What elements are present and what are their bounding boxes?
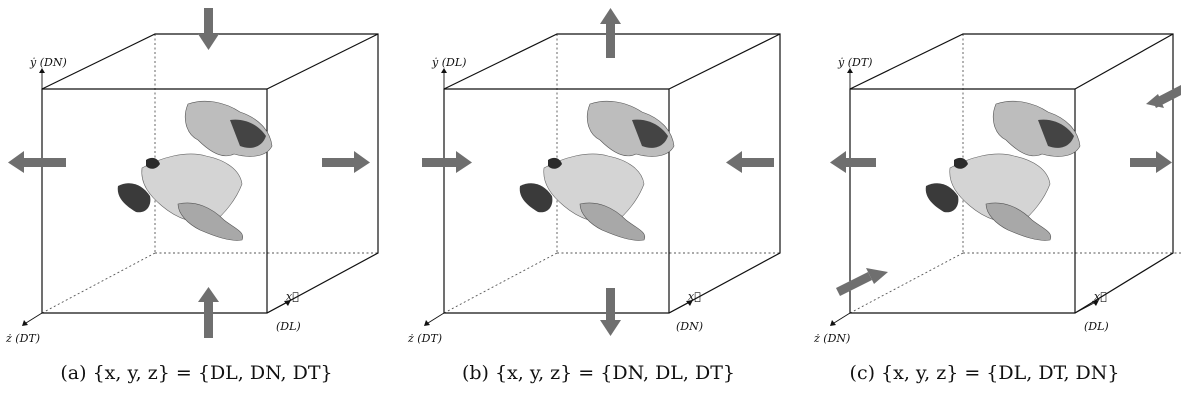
- caption-b: (b) {x, y, z} = {DN, DL, DT}: [461, 362, 736, 384]
- panel-b: ẏ (DL) x⃗ (DN) ż (DT) (b) {x, y, z} = {D…: [402, 0, 795, 409]
- arrow-left-out: [830, 151, 876, 173]
- y-axis-indicator: ẏ (DL): [431, 56, 466, 89]
- y-axis-label: ẏ (DT): [837, 56, 872, 69]
- panel-a: ẏ (DN) x⃗ (DL) ż (DT) (a) {x, y, z} = {D…: [0, 0, 393, 409]
- arrow-right-out: [322, 151, 370, 173]
- x-axis-symbol: x⃗: [286, 290, 299, 303]
- arrow-diag-back-in: [1146, 85, 1181, 108]
- z-axis-indicator: ż (DN): [813, 312, 850, 345]
- arrow-right-out: [1130, 151, 1172, 173]
- hidden-edge: [849, 252, 964, 314]
- x-axis-label: (DN): [676, 320, 703, 333]
- hidden-edge: [41, 252, 156, 314]
- cube-diagram-b: ẏ (DL) x⃗ (DN) ż (DT): [407, 8, 781, 345]
- y-axis-label: ẏ (DN): [29, 56, 67, 69]
- arrow-bottom-up: [198, 287, 219, 338]
- arrow-top-down: [198, 8, 219, 50]
- specimen-image: [925, 100, 1081, 241]
- z-axis-label: ż (DT): [5, 332, 40, 345]
- x-axis-label: (DL): [1084, 320, 1109, 333]
- z-axis-label: ż (DN): [813, 332, 850, 345]
- y-axis-indicator: ẏ (DT): [837, 56, 872, 89]
- arrow-left-out: [8, 151, 66, 173]
- cube-diagram-a: ẏ (DN) x⃗ (DL) ż (DT): [5, 8, 379, 345]
- arrow-bottom-down: [600, 288, 621, 336]
- x-axis-indicator: x⃗ (DL): [266, 290, 301, 333]
- x-axis-symbol: x⃗: [688, 290, 701, 303]
- cube-edge: [1074, 33, 1174, 90]
- cube-edge: [266, 33, 379, 90]
- panel-c: ẏ (DT) x⃗ (DL) ż (DN) (c) {x, y, z} = {D…: [788, 0, 1181, 409]
- arrow-right-in: [726, 151, 774, 173]
- caption-a: (a) {x, y, z} = {DL, DN, DT}: [60, 362, 333, 384]
- y-axis-label: ẏ (DL): [431, 56, 466, 69]
- hidden-edge: [443, 252, 558, 314]
- specimen-image: [519, 100, 675, 241]
- x-axis-indicator: x⃗ (DL): [1074, 290, 1109, 333]
- z-axis-indicator: ż (DT): [407, 312, 445, 345]
- caption-c: (c) {x, y, z} = {DL, DT, DN}: [849, 362, 1120, 384]
- arrow-left-in: [422, 151, 472, 173]
- x-axis-label: (DL): [276, 320, 301, 333]
- x-axis-symbol: x⃗: [1094, 290, 1107, 303]
- cube-edge: [668, 33, 781, 90]
- z-axis-label: ż (DT): [407, 332, 442, 345]
- arrow-top-up: [600, 8, 621, 58]
- arrow-diag-front-in: [836, 268, 888, 296]
- x-axis-indicator: x⃗ (DN): [668, 290, 703, 333]
- specimen-image: [117, 100, 273, 241]
- cube-diagram-c: ẏ (DT) x⃗ (DL) ż (DN): [813, 33, 1181, 345]
- z-axis-indicator: ż (DT): [5, 312, 43, 345]
- y-axis-indicator: ẏ (DN): [29, 56, 67, 89]
